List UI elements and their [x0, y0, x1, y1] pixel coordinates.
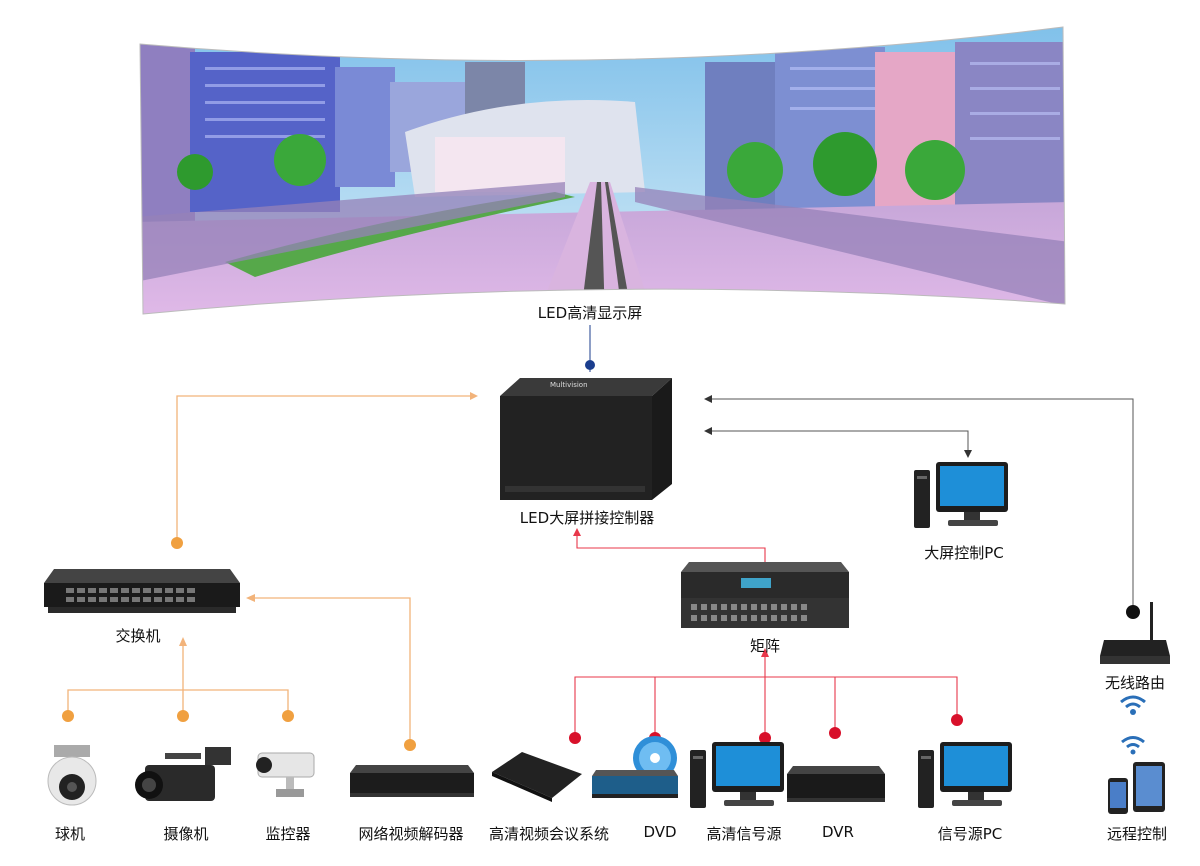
tablet-icon [1133, 762, 1165, 816]
matrix-label: 矩阵 [749, 637, 781, 655]
hd-source-label: 高清信号源 [706, 825, 782, 843]
dvd-label: DVD [643, 823, 677, 841]
controller-label: LED大屏拼接控制器 [519, 509, 655, 527]
monitor-camera-label: 监控器 [265, 825, 311, 843]
led-screen-label: LED高清显示屏 [537, 304, 643, 322]
wifi-signal-icon [1118, 694, 1148, 720]
source-pc-label: 信号源PC [937, 825, 1003, 843]
led-screen [139, 26, 1066, 315]
network-switch-icon [44, 569, 240, 623]
switch-label: 交换机 [115, 627, 161, 645]
wireless-router-icon [1100, 602, 1170, 674]
camcorder-label: 摄像机 [163, 825, 209, 843]
dome-camera-label: 球机 [54, 825, 86, 843]
controller-brand: Multivision [550, 381, 588, 389]
remote-control-label: 远程控制 [1106, 825, 1168, 843]
dvr-label: DVR [822, 823, 854, 841]
dome-camera-icon [46, 745, 98, 814]
dvr-icon [787, 766, 885, 808]
control-pc-icon [914, 462, 1010, 538]
conference-system-icon [492, 752, 582, 806]
matrix-icon [681, 562, 849, 636]
wifi-signal-icon-2 [1120, 735, 1146, 759]
source-pc-icon [918, 740, 1014, 816]
hd-source-pc-icon [690, 740, 786, 816]
smartphone-icon [1108, 778, 1128, 818]
dvd-disc-icon [632, 735, 678, 785]
camcorder-icon [135, 745, 235, 817]
screen-link-dot [585, 360, 595, 370]
dvd-player-icon [592, 770, 678, 802]
led-controller-box: Multivision [500, 378, 672, 500]
net-decoder-label: 网络视频解码器 [358, 825, 464, 843]
surveillance-camera-icon [252, 745, 322, 809]
wireless-router-label: 无线路由 [1104, 674, 1166, 692]
network-decoder-icon [350, 765, 474, 805]
hd-conference-label: 高清视频会议系统 [488, 825, 610, 843]
control-pc-label: 大屏控制PC [924, 544, 1004, 562]
